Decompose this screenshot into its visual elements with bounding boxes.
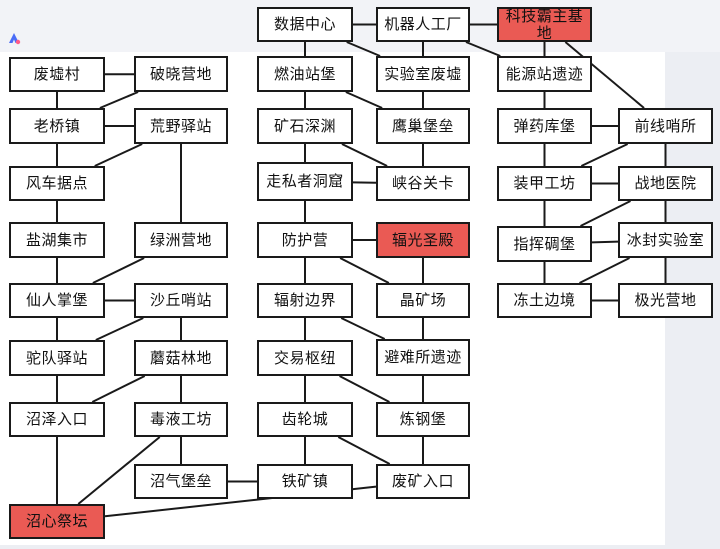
link-n23-n33 xyxy=(337,436,391,465)
node-mogu-lindi[interactable]: 蘑菇林地 xyxy=(134,340,228,376)
bottom-gutter xyxy=(0,545,720,549)
link-n20-n30 xyxy=(339,257,390,284)
node-laoqiao-zhen[interactable]: 老桥镇 xyxy=(9,108,105,144)
node-danyao-kubao[interactable]: 弹药库堡 xyxy=(497,108,592,144)
node-fengche-judian[interactable]: 风车据点 xyxy=(9,166,105,201)
link-n41-n38 xyxy=(580,200,631,227)
node-huangye-yizhan[interactable]: 荒野驿站 xyxy=(134,108,228,144)
node-fanghu-ying[interactable]: 防护营 xyxy=(257,222,353,258)
link-n10-n3 xyxy=(94,143,143,167)
link-n17-n27 xyxy=(345,91,383,109)
node-shiyanshi-feixu[interactable]: 实验室废墟 xyxy=(376,56,470,92)
link-n40-n37 xyxy=(580,143,629,167)
node-zhaoqi-baolei[interactable]: 沼气堡垒 xyxy=(134,464,228,499)
node-kuangshi-shenyuan[interactable]: 矿石深渊 xyxy=(257,108,353,144)
node-jiqiren-gongchang[interactable]: 机器人工厂 xyxy=(376,7,470,42)
node-zhuangjia-gongfang[interactable]: 装甲工坊 xyxy=(497,166,592,201)
node-binansuo-yiji[interactable]: 避难所遗迹 xyxy=(376,339,470,376)
link-n16-n26 xyxy=(346,41,381,57)
link-n9-n2 xyxy=(99,91,139,109)
node-poxiao-yingdi[interactable]: 破晓营地 xyxy=(134,56,228,92)
link-n13-n7 xyxy=(91,375,146,403)
node-ranyou-zhanbao[interactable]: 燃油站堡 xyxy=(257,56,353,92)
node-nengyuan-zhan-yiji[interactable]: 能源站遗迹 xyxy=(497,56,592,92)
node-lvzhou-yingdi[interactable]: 绿洲营地 xyxy=(134,222,228,258)
link-n14-n8 xyxy=(77,436,161,505)
node-keji-bazhu-jidi[interactable]: 科技霸主基地 xyxy=(497,7,592,42)
node-jiaoyi-shuniu[interactable]: 交易枢纽 xyxy=(257,340,353,376)
node-feixu-cun[interactable]: 废墟村 xyxy=(9,57,105,92)
link-n22-n32 xyxy=(339,375,390,403)
link-n34-n40 xyxy=(564,41,645,109)
link-n18-n28 xyxy=(341,143,388,167)
top-bar xyxy=(0,0,720,52)
link-n25-n35 xyxy=(465,41,501,57)
node-zhihui-diaobao[interactable]: 指挥碉堡 xyxy=(497,226,592,262)
node-zhaoxin-jitan[interactable]: 沼心祭坛 xyxy=(9,504,105,539)
node-shaqiu-shaozhan[interactable]: 沙丘哨站 xyxy=(134,283,228,318)
link-n11-n5 xyxy=(92,257,145,284)
node-zhaoze-rukou[interactable]: 沼泽入口 xyxy=(9,402,105,437)
node-zhandi-yiyuan[interactable]: 战地医院 xyxy=(618,166,713,201)
node-zousizhe-dongku[interactable]: 走私者洞窟 xyxy=(257,162,353,201)
node-xianrenzhang-bao[interactable]: 仙人掌堡 xyxy=(9,283,105,318)
node-yingchao-baolei[interactable]: 鹰巢堡垒 xyxy=(376,108,470,144)
node-fuguang-shengdian[interactable]: 辐光圣殿 xyxy=(376,222,470,258)
node-jiguang-yingdi[interactable]: 极光营地 xyxy=(618,283,713,318)
link-n38-n42 xyxy=(591,240,619,244)
node-shuju-zhongxin[interactable]: 数据中心 xyxy=(257,7,353,42)
link-n12-n6 xyxy=(95,317,144,341)
node-tiekuang-zhen[interactable]: 铁矿镇 xyxy=(257,464,353,499)
node-chilun-cheng[interactable]: 齿轮城 xyxy=(257,402,353,437)
node-bingfeng-shiyanshi[interactable]: 冰封实验室 xyxy=(618,222,713,258)
node-liangang-bao[interactable]: 炼钢堡 xyxy=(376,402,470,437)
node-qianxian-shaosuo[interactable]: 前线哨所 xyxy=(618,108,713,144)
node-dongtu-bianjing[interactable]: 冻土边境 xyxy=(497,283,592,318)
link-n42-n39 xyxy=(579,257,630,284)
node-fushe-bianjie[interactable]: 辐射边界 xyxy=(257,283,353,318)
node-feikuang-rukou[interactable]: 废矿入口 xyxy=(376,464,470,499)
link-n21-n31 xyxy=(340,317,386,340)
app-logo-icon xyxy=(9,33,21,45)
node-duye-gongfang[interactable]: 毒液工坊 xyxy=(134,402,228,437)
node-xiagu-guanka[interactable]: 峡谷关卡 xyxy=(376,166,470,201)
node-tuodui-yizhan[interactable]: 驼队驿站 xyxy=(9,340,105,376)
node-jing-kuangchang[interactable]: 晶矿场 xyxy=(376,283,470,318)
node-yanhu-jishi[interactable]: 盐湖集市 xyxy=(9,222,105,258)
